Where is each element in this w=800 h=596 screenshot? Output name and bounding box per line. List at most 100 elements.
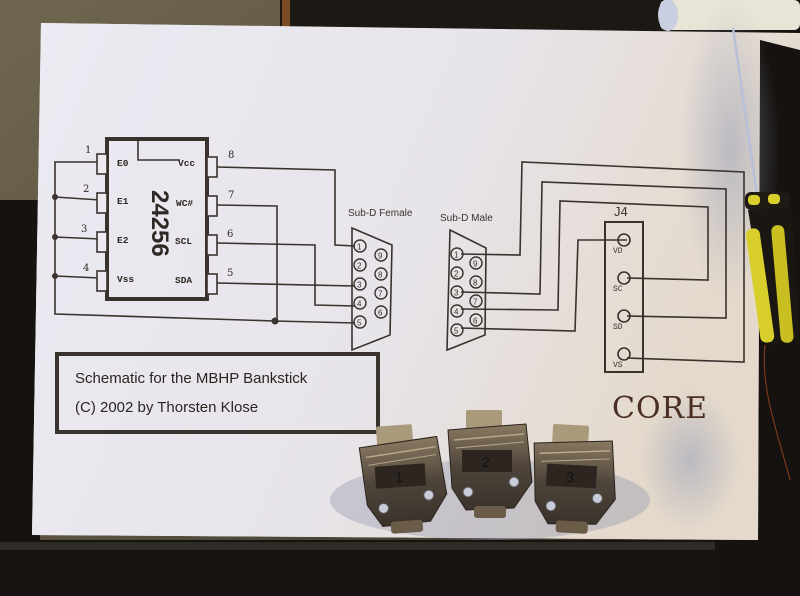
hood-window [545,463,598,489]
hood-number: 3 [566,469,575,485]
hood-ridge [455,441,525,449]
female-pin-4 [353,296,367,310]
chip-body [105,137,209,301]
pin-label-e0: E0 [117,158,129,169]
j4-pin-vd [617,233,631,247]
female-pin-7 [374,286,388,300]
schematic [54,137,745,434]
pin-number-1: 1 [85,145,91,156]
pin-stub-3 [96,231,108,253]
female-pin-number: 1 [357,243,362,252]
wire-male1-vs [460,161,745,363]
pin-label-sda: SDA [175,275,192,286]
hood-number: 2 [482,454,490,470]
female-pin-number: 2 [357,262,362,271]
hood-screw [378,502,390,514]
j4-header-body [604,221,644,373]
female-pin-3 [353,277,367,291]
female-pin-number: 8 [378,271,383,280]
male-pin-4 [450,304,464,318]
chip-internal-link [137,141,180,161]
female-pin-number: 6 [378,309,383,318]
j4-pin-sc [617,271,631,285]
pin-label-vcc: Vcc [178,158,195,169]
hood-screw [545,500,557,512]
pin-stub-5 [206,273,218,295]
pin-label-vss: Vss [117,274,134,285]
j4-pin-label-vs: VS [613,361,623,370]
male-pin-number: 5 [454,327,459,336]
j4-label: J4 [614,204,628,219]
pin-label-wc: WC# [176,198,193,209]
pin-number-8: 8 [228,150,234,161]
pin-number-2: 2 [83,184,89,195]
male-pin-2 [450,266,464,280]
bench-rail [0,542,800,550]
hood-screw [591,492,603,504]
junction-dots [52,194,279,325]
j4-pin-vs [617,347,631,361]
female-pin-6 [374,305,388,319]
title-line-1: Schematic for the MBHP Bankstick [75,370,308,387]
wire-male3-sd [460,181,727,319]
wire-pin4 [54,275,101,279]
junction-dot [52,234,58,240]
j4-pin-label-vd: VD [613,247,623,256]
wire-pin2 [54,196,101,201]
wire-gnd-to-female [274,320,356,324]
male-pin-number: 1 [454,251,459,260]
j4-pin-sd [617,309,631,323]
female-connector-shell [351,226,393,352]
male-pin-number: 9 [473,260,478,269]
screwdriver [731,27,800,481]
pin-number-3: 3 [81,224,87,235]
male-pin-5 [450,323,464,337]
female-pin-2 [353,258,367,272]
male-pin-8 [469,275,483,289]
screwdriver-shaft [731,27,759,196]
male-connector-shell [446,228,487,352]
wire-male4-sc [460,200,709,311]
male-pin-number: 2 [454,270,459,279]
female-pin-1 [353,239,367,253]
junction-dot [52,273,58,279]
paper-sheet-main [32,23,760,540]
pin-stub-2 [96,192,108,214]
title-line-2: (C) 2002 by Thorsten Klose [75,399,258,416]
hood-ridge [541,458,610,462]
pin-number-5: 5 [227,268,233,279]
paper-shadow-2 [640,390,740,530]
hood-number: 1 [395,469,404,486]
j4-pin-labels: VD SC SD VS [613,247,623,370]
male-pin-number: 8 [473,279,478,288]
j4-pin-label-sc: SC [613,285,623,294]
pin-label-scl: SCL [175,236,192,247]
hood-ridge [365,445,436,459]
wood-strip [282,0,290,34]
female-pin-number: 5 [357,319,362,328]
pin-number-6: 6 [227,229,233,240]
male-pin-6 [469,313,483,327]
male-pin-number: 6 [473,317,478,326]
pin-stub-1 [96,153,108,175]
connector-hood: 2 [447,410,533,518]
male-connector-label: Sub-D Male [440,213,493,224]
chip-part-number: 24256 [146,190,173,257]
hood-window [462,450,512,472]
male-pin-number: 3 [454,289,459,298]
pin-stub-6 [206,234,218,256]
junction-dot [271,317,279,325]
pin-label-e2: E2 [117,235,129,246]
female-pin-number: 3 [357,281,362,290]
female-connector-label: Sub-D Female [348,208,413,219]
chip-labels: 1 2 3 4 E0 E1 E2 Vss Vcc WC# SCL SDA 8 7… [81,145,234,286]
female-pin-number: 9 [378,252,383,261]
hood-cable-exit [390,519,424,534]
male-pin-number: 4 [454,308,459,317]
wire-red [763,344,791,481]
wire-sda [216,282,356,287]
female-pin-number: 7 [378,290,383,299]
